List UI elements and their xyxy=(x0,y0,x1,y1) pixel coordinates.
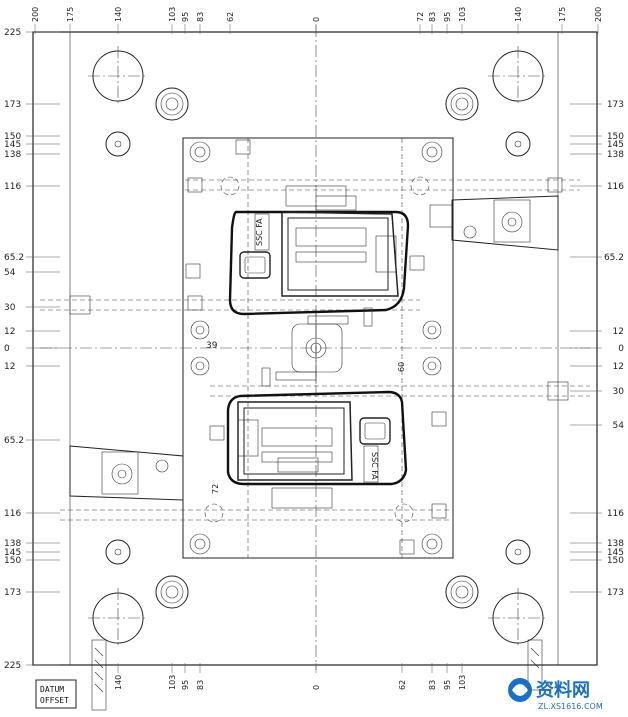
top-dim-8: 72 xyxy=(416,12,425,22)
cavity-lower xyxy=(226,390,408,509)
left-dim-4: 138 xyxy=(4,150,21,160)
left-dim-6: 65.2 xyxy=(4,253,24,263)
bottom-dim-5: 62 xyxy=(398,680,407,690)
left-dim-7: 54 xyxy=(4,268,16,278)
right-dim-10: 54 xyxy=(613,421,625,431)
cavity-upper xyxy=(228,185,410,316)
right-dim-7: 0 xyxy=(618,344,624,354)
left-dim-16: 150 xyxy=(4,556,21,566)
right-dim-2: 145 xyxy=(607,140,624,150)
top-dim-7: 0 xyxy=(312,17,321,22)
watermark-brand: 资料网 xyxy=(536,679,590,701)
insert-screws xyxy=(189,141,443,555)
top-dim-12: 140 xyxy=(514,7,523,22)
dim-39: 39 xyxy=(206,341,218,351)
right-dim-3: 138 xyxy=(607,150,624,160)
right-dim-15: 173 xyxy=(607,588,624,598)
slider-upper-right xyxy=(429,195,559,251)
guide-pillars xyxy=(88,46,548,648)
part-label-upper: SSC FA xyxy=(255,218,264,246)
bottom-dim-8: 103 xyxy=(458,675,467,690)
left-dim-13: 116 xyxy=(4,509,21,519)
right-dim-6: 12 xyxy=(613,327,624,337)
right-dim-11: 116 xyxy=(607,509,624,519)
right-dim-4: 116 xyxy=(607,182,624,192)
bottom-dim-1: 103 xyxy=(168,675,177,690)
right-dim-0: 173 xyxy=(607,100,624,110)
right-dim-13: 145 xyxy=(607,548,624,558)
left-dim-9: 12 xyxy=(4,327,15,337)
small-bushings xyxy=(105,131,531,565)
right-dim-8: 12 xyxy=(613,362,624,372)
left-dimensions: 22517315014513811665.254301201265.211613… xyxy=(4,28,60,671)
bottom-dim-6: 83 xyxy=(428,680,437,690)
watermark-domain: ZL.XS1616.COM xyxy=(538,702,603,711)
left-dim-5: 116 xyxy=(4,182,21,192)
top-dim-0: 200 xyxy=(31,7,40,22)
right-dim-1: 150 xyxy=(607,132,624,142)
outer-plate-outline xyxy=(32,31,598,666)
ejector-marks xyxy=(185,139,563,555)
bottom-dim-4: 0 xyxy=(312,685,321,690)
left-dim-11: 12 xyxy=(4,362,15,372)
right-dimensions: 17315014513811665.2120123054116138145150… xyxy=(570,100,624,598)
datum-box xyxy=(35,679,77,709)
top-dim-14: 200 xyxy=(594,7,603,22)
top-dim-5: 83 xyxy=(196,12,205,22)
left-dim-15: 145 xyxy=(4,548,21,558)
right-dim-12: 138 xyxy=(607,539,624,549)
top-dim-4: 95 xyxy=(181,12,190,22)
dim-60: 60 xyxy=(397,362,406,372)
left-dim-18: 225 xyxy=(4,661,21,671)
right-dim-14: 150 xyxy=(607,556,624,566)
watermark-logo: 资料网 ZL.XS1616.COM xyxy=(508,678,603,711)
datum-line1: DATUM xyxy=(40,685,64,694)
bottom-dim-2: 95 xyxy=(181,680,190,690)
left-dim-10: 0 xyxy=(4,344,10,354)
right-dim-9: 30 xyxy=(613,387,625,397)
top-dim-6: 62 xyxy=(226,12,235,22)
left-dim-8: 30 xyxy=(4,303,16,313)
left-dim-14: 138 xyxy=(4,539,21,549)
screw-holes xyxy=(155,87,479,609)
top-dim-1: 175 xyxy=(66,7,75,22)
top-dim-10: 95 xyxy=(443,12,452,22)
bottom-dim-7: 95 xyxy=(443,680,452,690)
top-dim-2: 140 xyxy=(114,7,123,22)
top-dim-3: 103 xyxy=(168,7,177,22)
top-dim-11: 103 xyxy=(458,7,467,22)
left-dim-12: 65.2 xyxy=(4,436,24,446)
top-dim-9: 83 xyxy=(428,12,437,22)
runner-system xyxy=(261,307,373,387)
bottom-dim-0: 140 xyxy=(114,675,123,690)
dim-72-inner: 72 xyxy=(211,484,220,494)
left-dim-3: 145 xyxy=(4,140,21,150)
left-dim-17: 173 xyxy=(4,588,21,598)
left-dim-1: 173 xyxy=(4,100,21,110)
slider-lower-left xyxy=(69,445,184,501)
bottom-dim-3: 83 xyxy=(196,680,205,690)
datum-line2: OFFSET xyxy=(40,696,69,705)
top-dim-13: 175 xyxy=(558,7,567,22)
bottom-dimensions: 140 103 95 83 0 62 83 95 103 xyxy=(114,663,467,690)
left-dim-2: 150 xyxy=(4,132,21,142)
bottom-bolts xyxy=(91,639,543,711)
right-dim-5: 65.2 xyxy=(604,253,624,263)
part-label-lower: SSC FA xyxy=(370,452,379,480)
left-dim-0: 225 xyxy=(4,28,21,38)
